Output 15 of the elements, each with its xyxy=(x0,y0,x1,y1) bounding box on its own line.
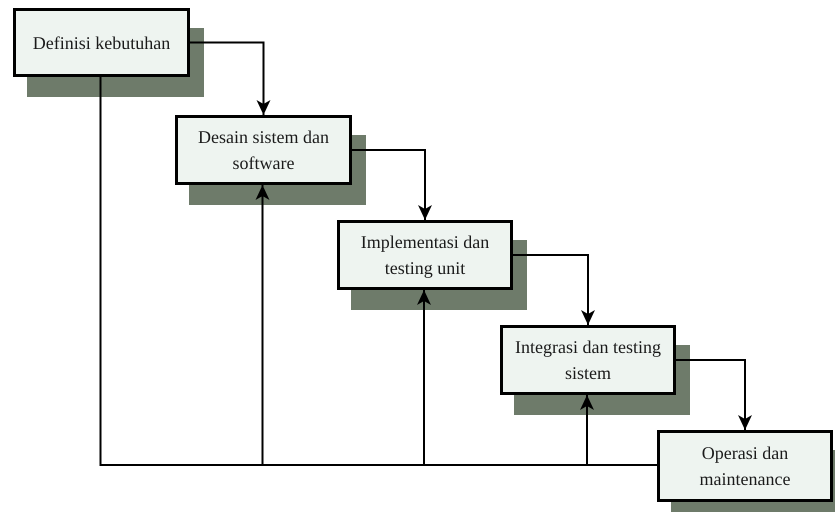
box-label: Desain sistem dan software xyxy=(197,126,330,175)
arrow xyxy=(513,254,595,325)
arrow xyxy=(580,395,657,466)
box-label: Implementasi dan testing unit xyxy=(360,231,490,280)
box-label: Definisi kebutuhan xyxy=(32,32,170,54)
box-label: Operasi dan maintenance xyxy=(698,442,792,491)
box-label: Integrasi dan testing sistem xyxy=(514,336,662,385)
arrow xyxy=(676,359,752,430)
process-box xyxy=(500,325,676,395)
process-box xyxy=(657,430,833,502)
arrow xyxy=(190,42,270,115)
arrow xyxy=(352,149,432,220)
process-box xyxy=(13,8,190,77)
process-box xyxy=(175,115,352,185)
process-box xyxy=(337,220,513,290)
